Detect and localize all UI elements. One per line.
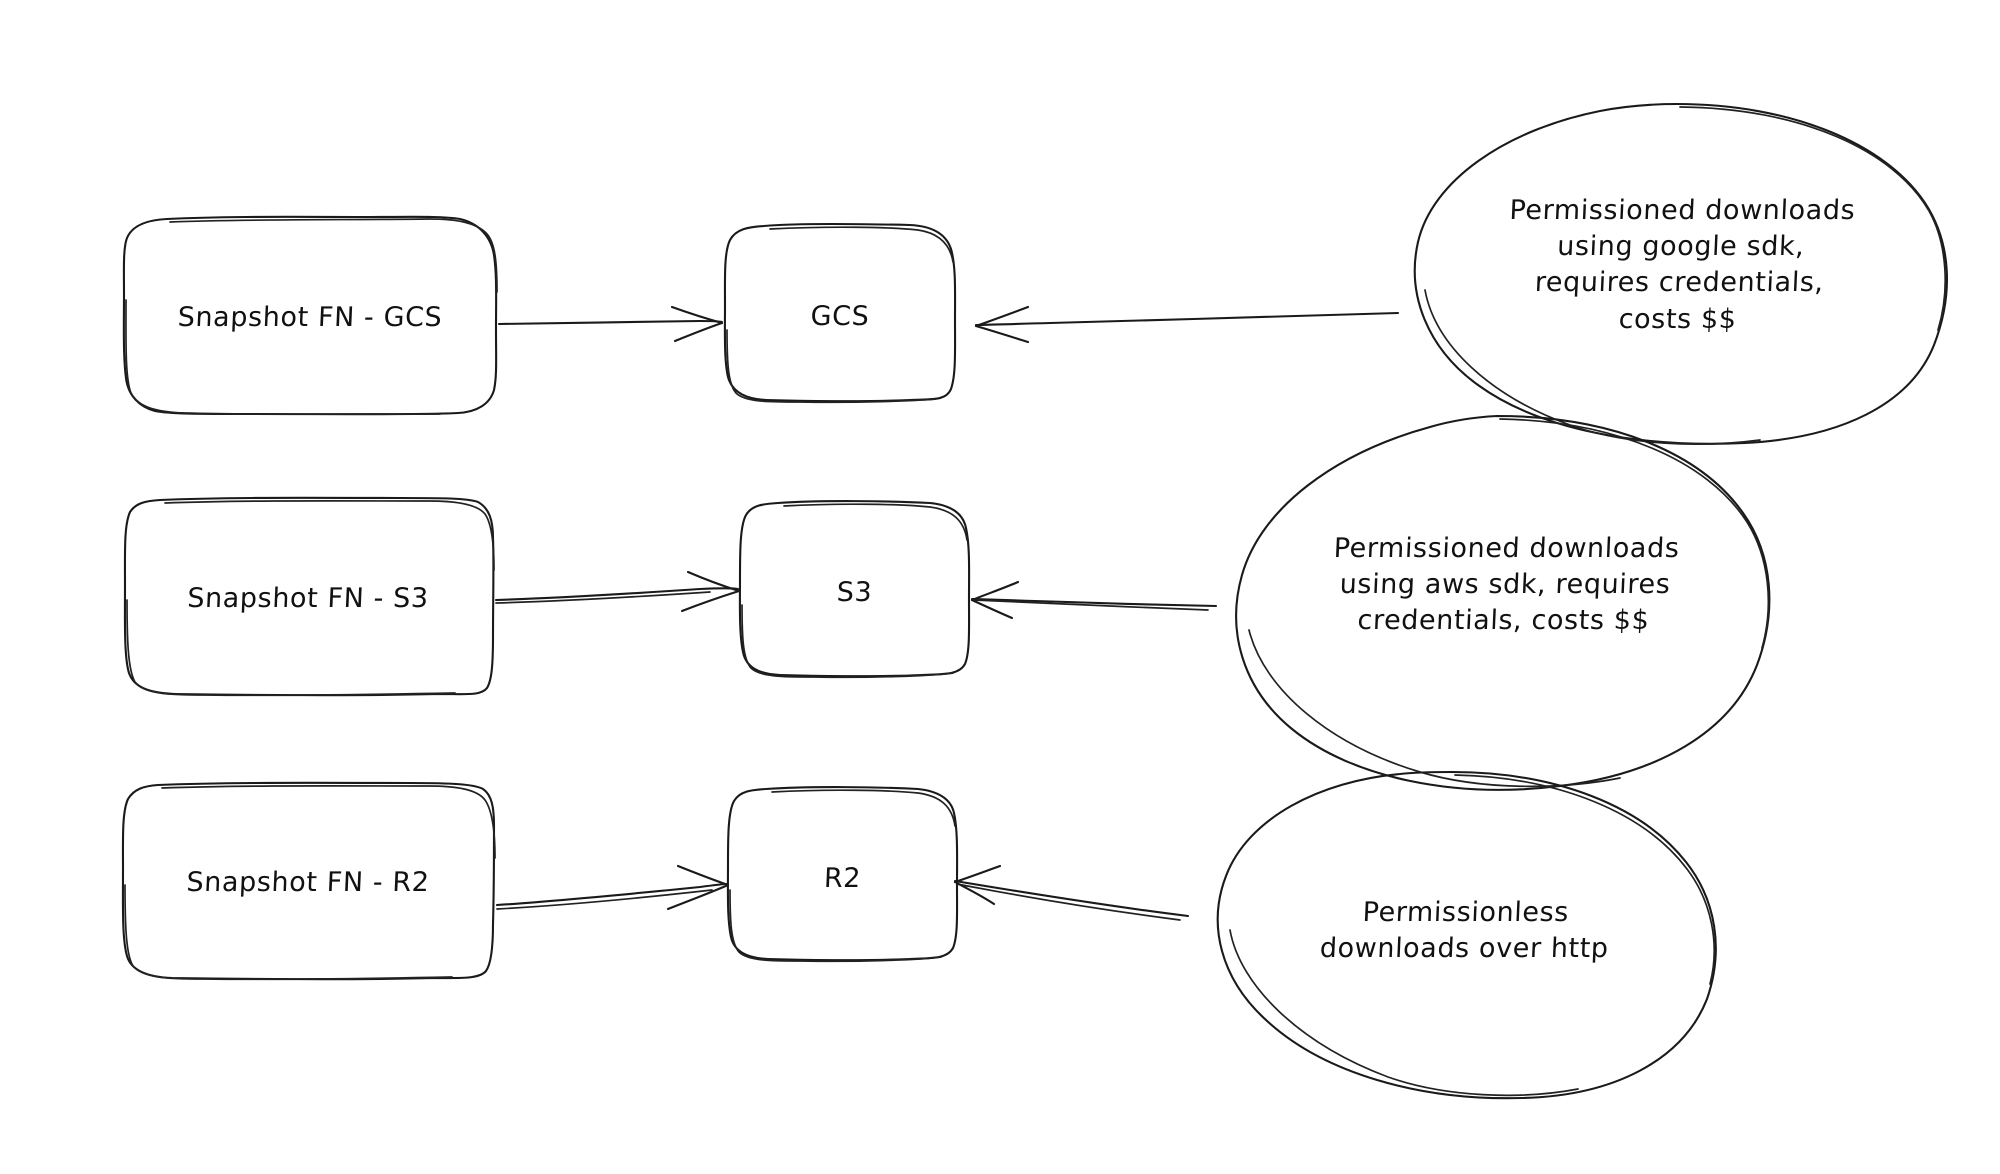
node-shape-snapshot-fn-r2[interactable] — [121, 781, 496, 981]
edge-arrow-note-r2-to-r2 — [953, 864, 1190, 921]
node-shape-r2[interactable] — [726, 786, 959, 963]
node-shape-snapshot-fn-s3[interactable] — [123, 496, 495, 697]
edge-arrow-note-s3-to-s3 — [970, 580, 1218, 620]
node-shape-snapshot-fn-gcs[interactable] — [122, 215, 498, 416]
node-shape-note-s3[interactable] — [1235, 414, 1771, 791]
edge-arrow-note-gcs-to-gcs — [974, 305, 1400, 344]
node-shape-s3[interactable] — [738, 500, 971, 679]
edge-arrow-fn-r2-to-r2 — [495, 864, 730, 911]
edge-arrow-fn-gcs-to-gcs — [497, 305, 724, 343]
node-shape-note-r2[interactable] — [1216, 770, 1717, 1100]
edge-arrow-fn-s3-to-s3 — [494, 570, 741, 613]
node-shape-gcs[interactable] — [723, 222, 957, 404]
node-shape-note-gcs[interactable] — [1413, 102, 1948, 445]
